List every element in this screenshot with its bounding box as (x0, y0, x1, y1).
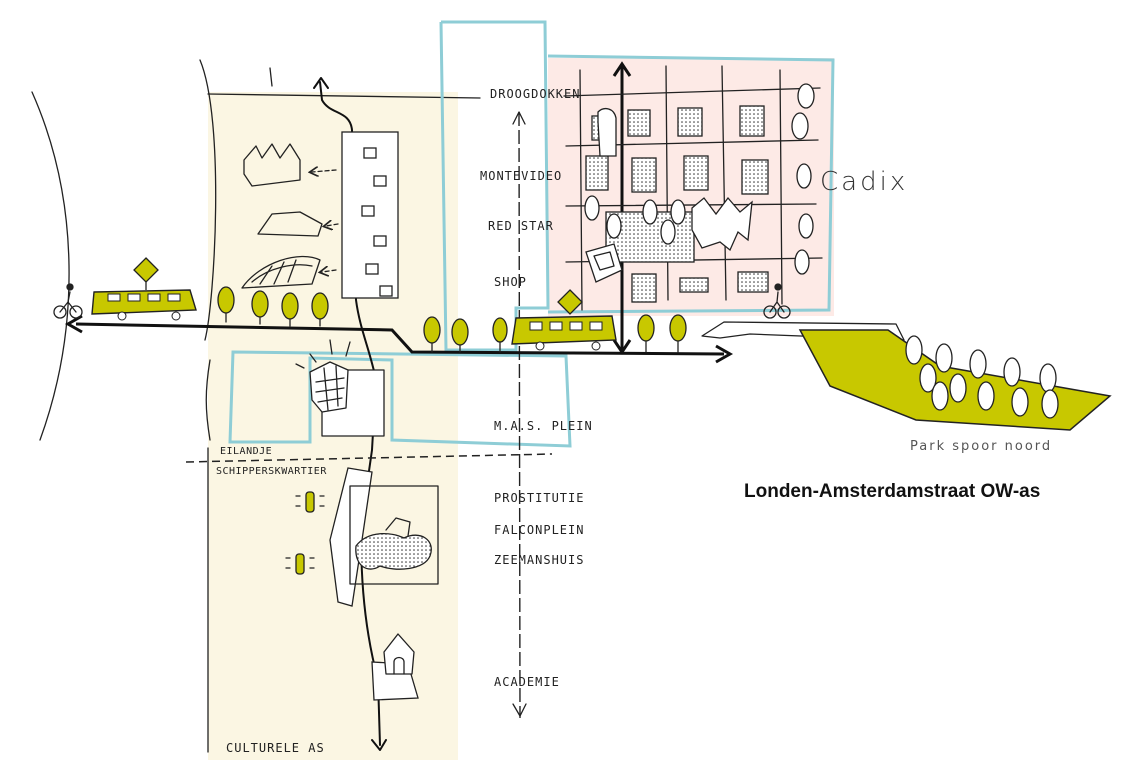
axis-arrow-west (64, 314, 83, 334)
eilandje-divider (185, 453, 553, 463)
red-star-building (691, 196, 753, 252)
quay-line-lower (205, 359, 211, 441)
cadix-arrow-down (612, 339, 632, 355)
zone-top-edge (207, 93, 481, 99)
blue-outline-mas (228, 350, 572, 448)
cadix-arrow-up (612, 61, 632, 77)
axis-arrow-down (512, 703, 527, 717)
label-falconplein: FALCONPLEIN (494, 523, 584, 537)
path-arrow-top (313, 77, 329, 89)
label-academie: ACADEMIE (494, 675, 560, 689)
label-shop: SHOP (494, 275, 527, 289)
cyclist-icon (53, 283, 83, 319)
axis-arrow-east (715, 344, 734, 364)
dashed-arrow-building (326, 224, 339, 226)
tram-icon (91, 257, 197, 321)
park-trees (905, 335, 1059, 419)
lamp-icon (295, 491, 325, 513)
cultural-axis-line (518, 111, 521, 719)
shop-building-inner (593, 251, 615, 271)
falconplein-sketch (355, 533, 432, 570)
arena-icon (241, 255, 321, 289)
label-schipperskwartier: SCHIPPERSKWARTIER (216, 466, 327, 477)
quay-line (199, 59, 217, 341)
path-arrow-bottom (371, 739, 387, 751)
mas-building (295, 339, 385, 437)
east-west-axis (75, 322, 725, 356)
montevideo-building (597, 107, 617, 157)
dashed-arrow-arena (322, 270, 337, 272)
diagram-title: Londen-Amsterdamstraat OW-as (744, 481, 1040, 502)
culturele-as-path (319, 81, 381, 746)
falconplein-detail (385, 517, 411, 537)
schipperskwartier-block (349, 485, 439, 585)
building-windows (361, 147, 393, 297)
blue-outline-north (439, 20, 550, 352)
factory-icon (243, 143, 301, 187)
tick-line (269, 67, 273, 87)
label-mas-plein: M.A.S. PLEIN (494, 419, 593, 433)
shop-building (585, 243, 623, 283)
blue-outline-cadix (547, 54, 835, 314)
label-droogdokken: DROOGDOKKEN (490, 87, 580, 101)
label-montevideo: MONTEVIDEO (480, 169, 562, 183)
river-curve (31, 91, 70, 441)
house-icon (383, 633, 415, 675)
district-label: Cadix (820, 167, 908, 197)
label-red-star: RED STAR (488, 219, 554, 233)
park-label: Park spoor noord (910, 439, 1052, 454)
axis-arrow-up (512, 111, 526, 125)
label-eilandje: EILANDJE (220, 446, 272, 457)
tram-icon (511, 289, 617, 351)
label-zeemanshuis: ZEEMANSHUIS (494, 553, 584, 567)
cadix-trees (584, 83, 815, 275)
label-prostitutie: PROSTITUTIE (494, 491, 584, 505)
lamp-icon (285, 553, 315, 575)
schipperskwartier-band (329, 467, 373, 607)
tree-trunks (225, 312, 679, 353)
building-icon (257, 211, 323, 237)
park-connector (701, 321, 905, 341)
cyclist-icon (763, 283, 791, 319)
dashed-arrow-factory (312, 170, 337, 172)
label-culturele-as: CULTURELE AS (226, 741, 325, 755)
